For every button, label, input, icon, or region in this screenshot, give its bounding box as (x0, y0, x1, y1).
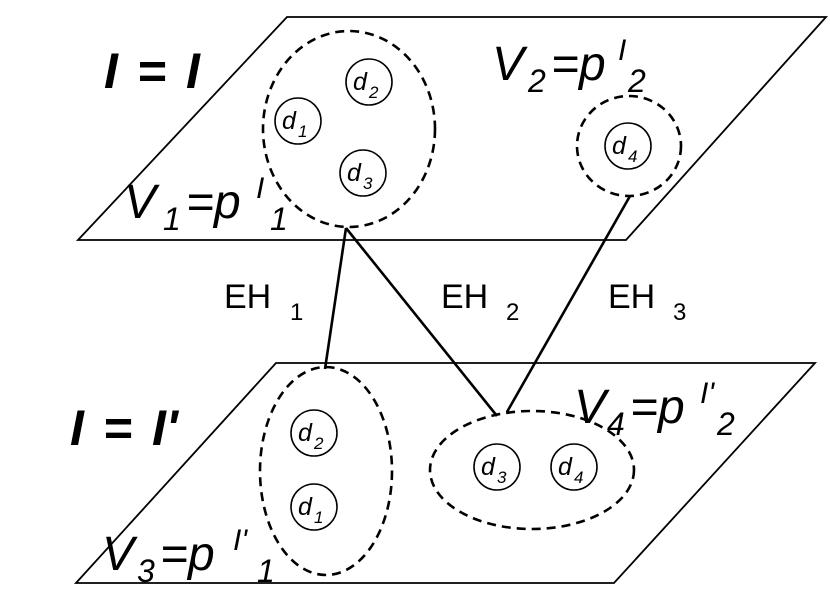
node-bottom-d4-letter: d (558, 453, 573, 481)
set-v2-label: V 2 =p I 2 (492, 34, 646, 99)
hyperedge-eh1-label: EH 1 (224, 278, 303, 326)
node-bottom-d3-sub: 3 (497, 468, 507, 487)
node-top-d4-sub: 4 (628, 147, 637, 166)
set-v2-name: V (492, 38, 528, 91)
hyperedge-eh3-name: EH (608, 278, 655, 316)
node-bottom-d2-sub: 2 (313, 434, 324, 453)
set-v2-idx: 2 (627, 63, 646, 99)
hyperedge-eh2-name: EH (441, 278, 488, 316)
node-top-d1-circle (274, 97, 322, 145)
node-bottom-d1-letter: d (298, 493, 313, 521)
set-v4-name: V (574, 381, 610, 434)
top-plane-label-rhs: I (186, 43, 201, 99)
node-bottom-d1: d 1 (290, 483, 338, 531)
hyperedge-eh2-label: EH 2 (441, 278, 519, 326)
set-v3-label: V 3 =p I' 1 (102, 524, 275, 589)
hyperedge-eh1-line (323, 227, 348, 370)
node-top-d1: d 1 (274, 97, 322, 145)
node-top-d4-letter: d (612, 132, 627, 160)
hyperedge-eh1-sub: 1 (290, 299, 303, 326)
hyperedge-eh2-sub: 2 (506, 299, 519, 326)
set-v4-ellipse (428, 409, 636, 531)
node-top-d2-sub: 2 (368, 83, 379, 102)
node-top-d2-circle (345, 58, 393, 106)
bottom-plane-label: I = I' (70, 400, 180, 456)
set-v1-sup: I (256, 172, 264, 205)
node-top-d2-letter: d (353, 68, 368, 96)
node-bottom-d3-circle (473, 443, 521, 491)
node-bottom-d2: d 2 (290, 409, 338, 457)
set-v4-sup: I' (700, 377, 715, 410)
node-bottom-d4: d 4 (550, 443, 598, 491)
set-v3-sub: 3 (137, 553, 155, 589)
set-v4-sub: 4 (607, 406, 625, 442)
set-v1-label: V 1 =p I 1 (124, 172, 288, 237)
node-bottom-d4-sub: 4 (574, 468, 583, 487)
node-bottom-d2-circle (290, 409, 338, 457)
set-v1-sub: 1 (163, 201, 181, 237)
hyperedge-eh2-line (344, 227, 499, 417)
hyperedge-eh3-label: EH 3 (608, 278, 686, 326)
bottom-plane (73, 362, 818, 584)
set-v2-ellipse (575, 94, 683, 198)
set-v1-idx: 1 (270, 201, 288, 237)
node-bottom-d1-circle (290, 483, 338, 531)
node-bottom-d2-letter: d (298, 419, 313, 447)
node-top-d3: d 3 (339, 149, 387, 197)
top-plane-label-eq: = (137, 43, 166, 99)
set-v1-ellipse (261, 29, 437, 229)
node-bottom-d1-sub: 1 (314, 508, 323, 527)
node-top-d3-letter: d (347, 159, 362, 187)
node-top-d2: d 2 (345, 58, 393, 106)
set-v3-ellipse (258, 365, 394, 577)
top-plane-label: I = I (104, 43, 201, 99)
set-v1-name: V (124, 176, 160, 229)
node-bottom-d4-circle (550, 443, 598, 491)
set-v3-idx: 1 (257, 553, 275, 589)
node-top-d3-circle (339, 149, 387, 197)
node-top-d4: d 4 (604, 122, 652, 170)
set-v4-label: V 4 =p I' 2 (574, 377, 735, 442)
top-plane-label-lhs: I (104, 43, 119, 99)
set-v1-eq: =p (186, 176, 241, 229)
set-v2-eq: =p (551, 38, 606, 91)
hyperedge-eh3-line (505, 195, 632, 413)
set-v2-sup: I (618, 34, 626, 67)
node-top-d1-letter: d (282, 107, 297, 135)
set-v3-sup: I' (233, 524, 248, 557)
hyperedge-eh1-name: EH (224, 278, 271, 316)
hyperedge-eh3-sub: 3 (673, 299, 686, 326)
bottom-plane-label-eq: = (103, 400, 132, 456)
node-top-d3-sub: 3 (363, 174, 373, 193)
node-top-d1-sub: 1 (298, 122, 307, 141)
set-v4-eq: =p (630, 381, 685, 434)
bottom-plane-label-lhs: I (70, 400, 85, 456)
node-bottom-d3-letter: d (481, 453, 496, 481)
set-v2-sub: 2 (527, 63, 546, 99)
bottom-plane-label-rhs: I' (152, 400, 180, 456)
set-v3-eq: =p (160, 528, 215, 581)
set-v3-name: V (102, 528, 138, 581)
top-plane (75, 16, 829, 241)
node-top-d4-circle (604, 122, 652, 170)
set-v4-idx: 2 (716, 406, 735, 442)
node-bottom-d3: d 3 (473, 443, 521, 491)
